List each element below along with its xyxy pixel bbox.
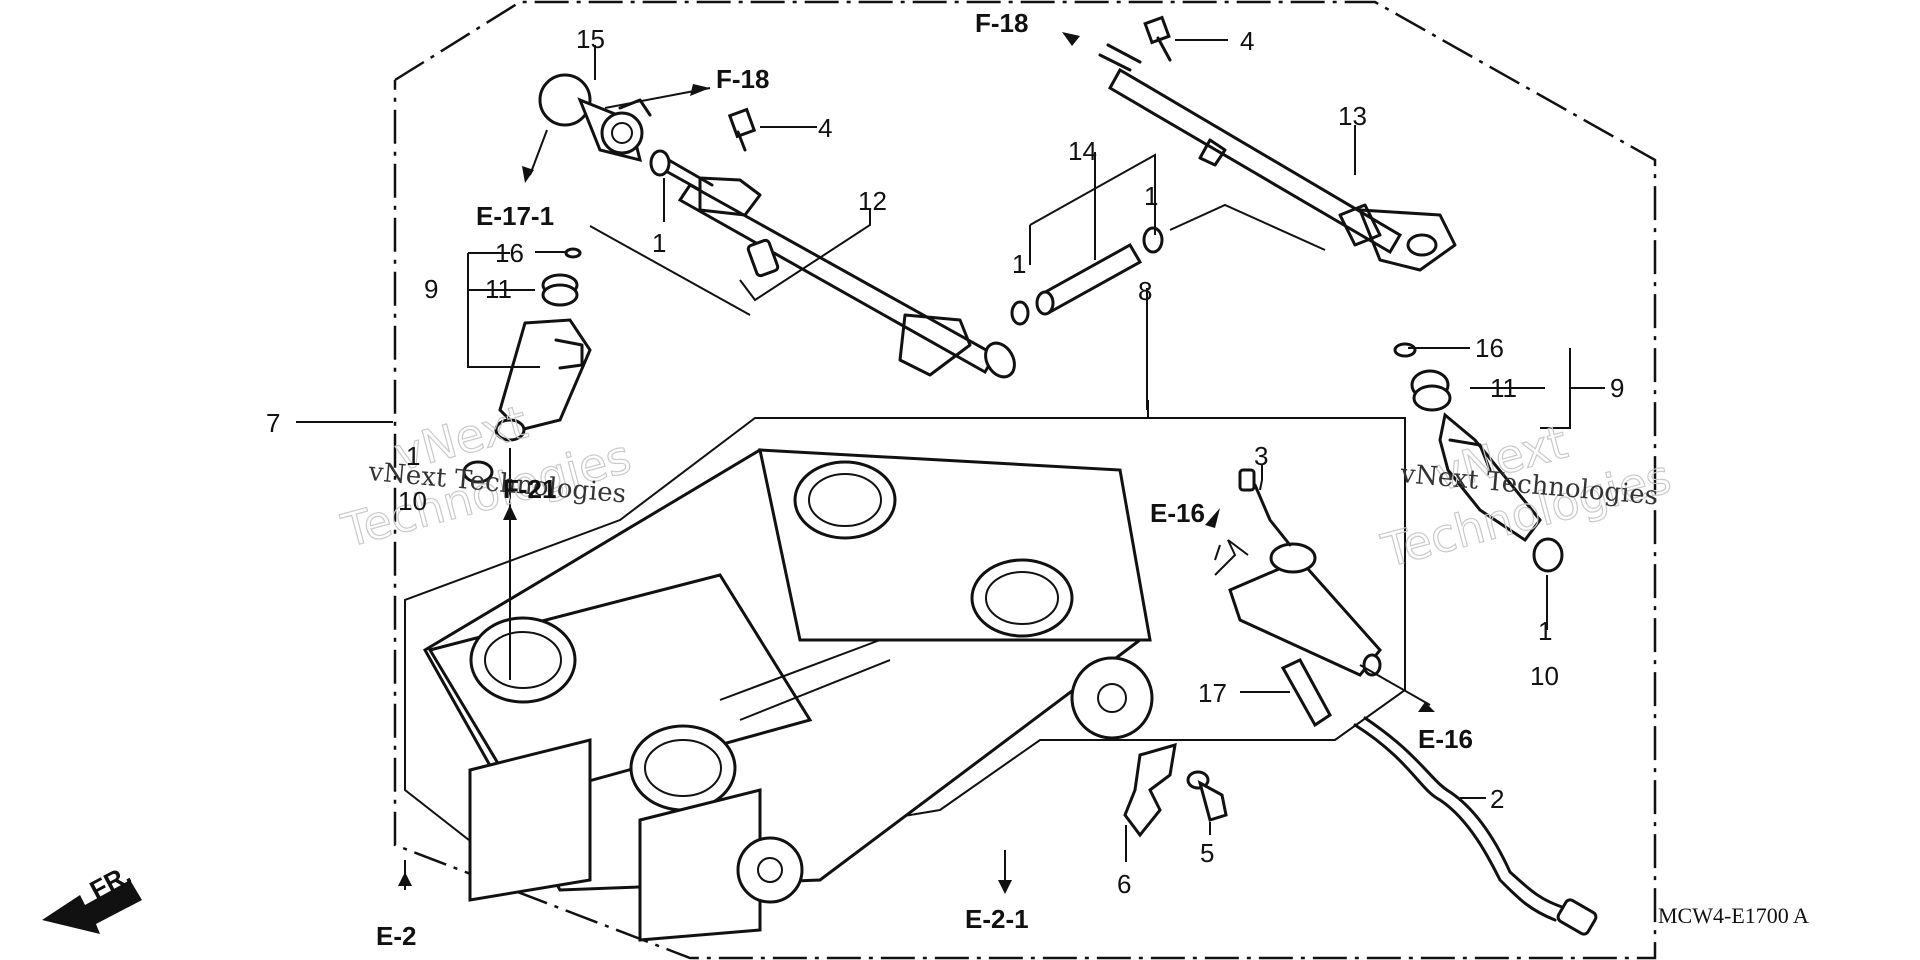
label-16b: 16 xyxy=(1475,333,1504,363)
label-5: 5 xyxy=(1200,838,1214,868)
reference-arrows xyxy=(398,32,1435,894)
label-4a: 4 xyxy=(818,113,832,143)
ref-e16-left: E-16 xyxy=(1150,498,1205,528)
hose-2 xyxy=(1353,716,1598,936)
sensor-3 xyxy=(1228,468,1382,677)
o-ring-1b xyxy=(1010,300,1030,326)
bolt-17-icon xyxy=(1240,658,1332,728)
throttle-body-assembly xyxy=(422,448,1154,942)
label-9a: 9 xyxy=(424,274,438,304)
o-ring-1c xyxy=(1142,226,1164,254)
label-10a: 10 xyxy=(398,486,427,516)
o-ring-1a xyxy=(649,149,671,177)
joint-pipe-14 xyxy=(1035,242,1143,316)
label-16a: 16 xyxy=(495,238,524,268)
label-13: 13 xyxy=(1338,101,1367,131)
label-10b: 10 xyxy=(1530,661,1559,691)
ref-f18-top: F-18 xyxy=(975,8,1028,38)
label-2: 2 xyxy=(1490,784,1504,814)
o-ring-1e xyxy=(1532,537,1564,573)
label-1c: 1 xyxy=(1144,181,1158,211)
drawing-code: MCW4-E1700 A xyxy=(1658,903,1809,928)
injector-9-left xyxy=(494,247,592,442)
ref-f21: F-21 xyxy=(503,474,556,504)
label-1e: 1 xyxy=(1538,616,1552,646)
label-11a: 11 xyxy=(485,274,512,304)
ref-e2-1: E-2-1 xyxy=(965,904,1029,934)
injector-9-right xyxy=(1393,342,1542,543)
ref-e16-right: E-16 xyxy=(1418,724,1473,754)
label-8: 8 xyxy=(1138,276,1152,306)
label-14: 14 xyxy=(1068,136,1097,166)
leader-lines xyxy=(404,45,1605,890)
label-3: 3 xyxy=(1254,441,1268,471)
label-15: 15 xyxy=(576,24,605,54)
label-9b: 9 xyxy=(1610,373,1624,403)
ref-e17-1: E-17-1 xyxy=(476,201,554,231)
fuel-rail-12 xyxy=(653,153,1016,379)
label-7: 7 xyxy=(266,408,280,438)
bolt-5-icon xyxy=(1186,770,1228,822)
front-arrow-icon xyxy=(42,880,142,934)
ref-e2: E-2 xyxy=(376,921,416,951)
label-17: 17 xyxy=(1198,678,1227,708)
o-ring-1d xyxy=(462,460,494,484)
bolt-4a-icon xyxy=(727,107,817,152)
bracket-6 xyxy=(1123,742,1177,838)
label-11b: 11 xyxy=(1490,373,1517,403)
fuel-rail-13 xyxy=(1098,43,1457,272)
ref-f18-left: F-18 xyxy=(716,64,769,94)
label-12: 12 xyxy=(858,186,887,216)
subassembly-bracket-8 xyxy=(404,400,1406,882)
assembly-boundary xyxy=(393,0,1657,960)
label-1b: 1 xyxy=(1012,249,1026,279)
label-1a: 1 xyxy=(652,228,666,258)
label-4b: 4 xyxy=(1240,26,1254,56)
pressure-regulator-15 xyxy=(538,73,652,163)
label-1d: 1 xyxy=(406,441,420,471)
label-6: 6 xyxy=(1117,869,1131,899)
bolt-4b-icon xyxy=(1143,15,1228,62)
